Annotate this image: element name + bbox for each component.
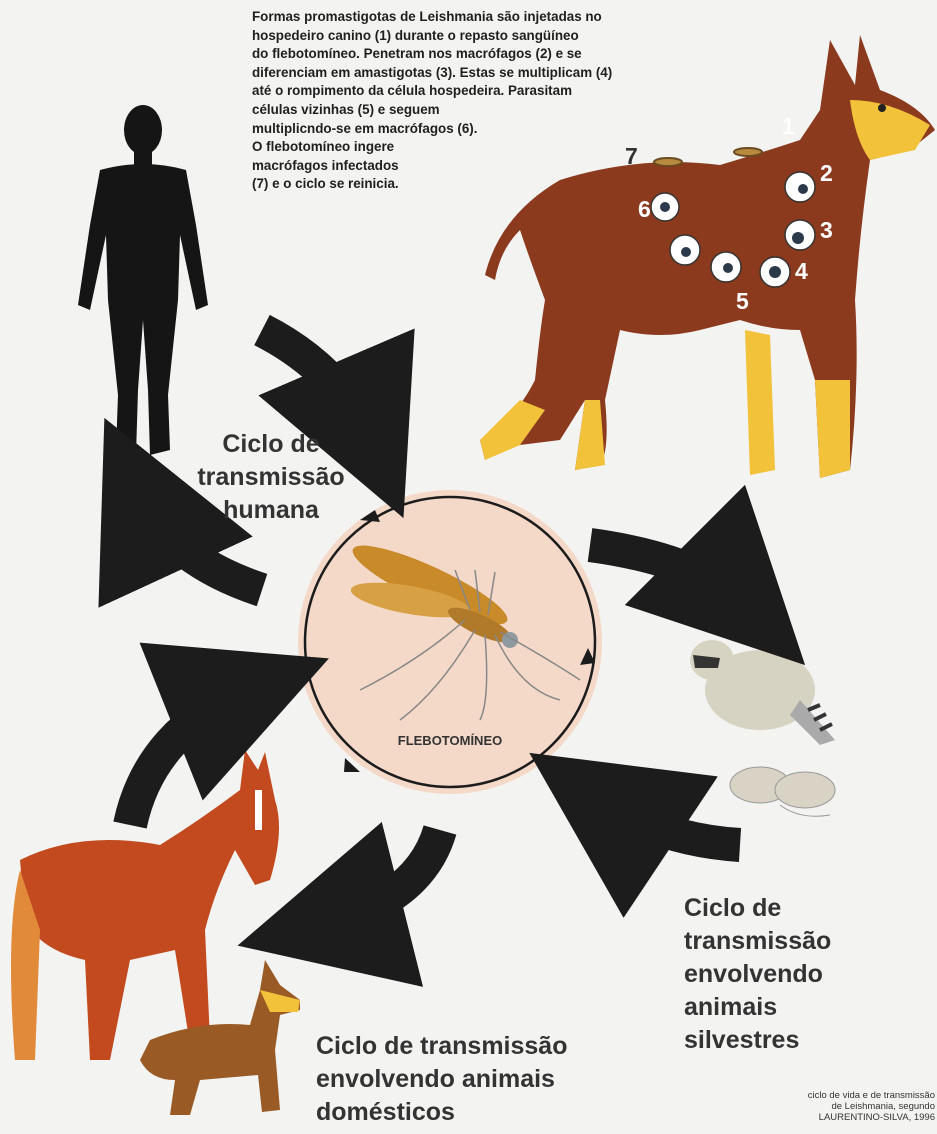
intro-text: Formas promastigotas de Leishmania são i… — [252, 8, 752, 194]
label-human-cycle: Ciclo de transmissão humana — [186, 428, 356, 527]
step-number-4: 4 — [795, 258, 808, 285]
arrow-sandfly-to-wild — [590, 545, 745, 605]
mice-illustration — [730, 767, 835, 816]
label-domestic-cycle: Ciclo de transmissão envolvendo animais … — [316, 1030, 676, 1129]
step-number-3: 3 — [820, 217, 833, 244]
sandfly-center — [298, 490, 602, 794]
step-number-1: 1 — [782, 113, 795, 140]
arrow-human-to-sandfly — [262, 330, 370, 440]
arrow-sandfly-to-domestic — [320, 830, 440, 925]
label-wild-cycle: Ciclo de transmissão envolvendo animais … — [684, 892, 904, 1057]
center-label: FLEBOTOMÍNEO — [360, 733, 540, 748]
credit-caption: ciclo de vida e de transmissão de Leishm… — [735, 1090, 935, 1123]
arrow-wild-to-sandfly — [600, 800, 740, 845]
human-silhouette — [78, 105, 208, 455]
step-number-5: 5 — [736, 288, 749, 315]
raccoon-illustration — [690, 640, 835, 745]
step-number-7: 7 — [625, 143, 638, 170]
small-dog-illustration — [140, 960, 300, 1115]
step-number-2: 2 — [820, 160, 833, 187]
step-number-6: 6 — [638, 196, 651, 223]
